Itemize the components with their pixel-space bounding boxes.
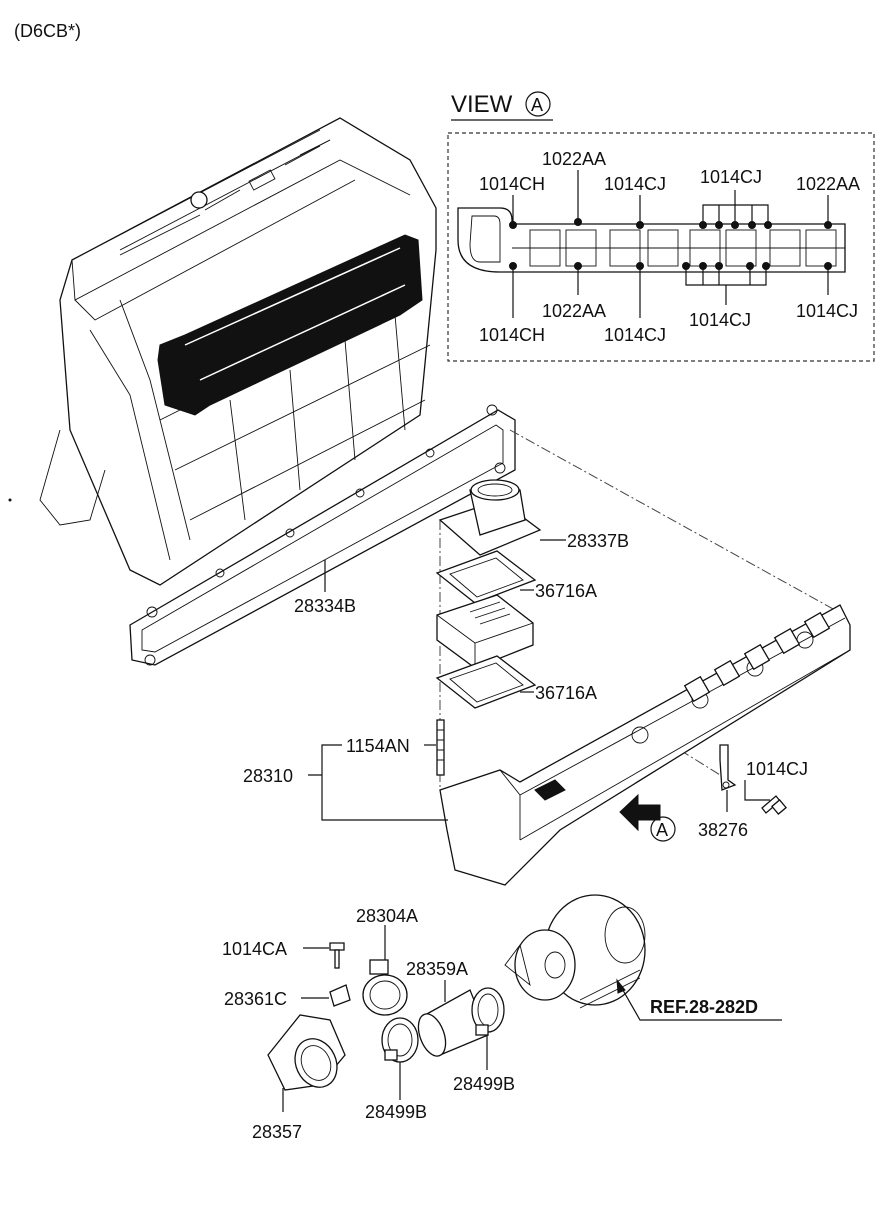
engine-block <box>39 117 437 586</box>
label-arrow-a: A <box>656 820 668 840</box>
view-a-inset: VIEW A <box>447 91 875 362</box>
view-leaders <box>512 170 829 318</box>
clip-28361C <box>329 984 351 1007</box>
view-label-1014CH-top: 1014CH <box>479 174 545 194</box>
label-28337B: 28337B <box>567 531 629 551</box>
label-28499B-right: 28499B <box>453 1074 515 1094</box>
bracket-38276 <box>719 744 737 791</box>
view-title: VIEW <box>451 91 513 118</box>
stud-1154AN <box>436 719 445 776</box>
label-28361C: 28361C <box>224 989 287 1009</box>
label-28499B-left: 28499B <box>365 1102 427 1122</box>
label-28310: 28310 <box>243 766 293 786</box>
elbow-28357 <box>267 1014 346 1091</box>
view-label-1014CJ-bottom-right: 1014CJ <box>796 301 858 321</box>
turbocharger <box>504 894 646 1009</box>
bolt-1014CA <box>329 942 345 969</box>
intake-manifold-28310 <box>439 604 851 886</box>
view-a-arrow <box>619 793 676 842</box>
view-manifold-plate <box>457 207 846 273</box>
label-36716A-upper: 36716A <box>535 581 597 601</box>
label-38276: 38276 <box>698 820 748 840</box>
view-label-1014CJ-top-left: 1014CJ <box>604 174 666 194</box>
model-code: (D6CB*) <box>14 21 81 41</box>
view-label-1022AA-top-right: 1022AA <box>796 174 860 194</box>
intake-heater <box>436 594 534 669</box>
bolt-1014CJ <box>761 795 787 815</box>
label-28359A: 28359A <box>406 959 468 979</box>
label-28334B: 28334B <box>294 596 356 616</box>
view-label-1022AA-bottom: 1022AA <box>542 301 606 321</box>
label-ref-28-282D: REF.28-282D <box>650 997 758 1017</box>
label-28357: 28357 <box>252 1122 302 1142</box>
view-frame <box>447 132 875 362</box>
label-1154AN: 1154AN <box>346 736 410 756</box>
label-1014CA: 1014CA <box>222 939 287 959</box>
clamp-28304A <box>362 959 408 1016</box>
clamp-28499B-left <box>381 1017 419 1063</box>
flange-28337B <box>438 479 542 556</box>
view-label-1014CJ-bottom-left: 1014CJ <box>604 325 666 345</box>
view-label-1014CJ-top-right: 1014CJ <box>700 167 762 187</box>
clamp-28499B-right <box>471 987 505 1036</box>
gasket-36716A-upper <box>435 550 537 604</box>
view-bolt-holes <box>509 218 832 270</box>
label-1014CJ-bolt: 1014CJ <box>746 759 808 779</box>
label-28304A: 28304A <box>356 906 418 926</box>
view-marker: A <box>531 95 543 115</box>
view-marker-circle <box>525 91 551 117</box>
gasket-36716A-lower <box>435 655 537 709</box>
gasket-28334B <box>129 404 516 666</box>
label-36716A-lower: 36716A <box>535 683 597 703</box>
view-label-1014CJ-bottom-mid: 1014CJ <box>689 310 751 330</box>
view-label-1014CH-bottom: 1014CH <box>479 325 545 345</box>
stray-dot <box>8 498 12 502</box>
view-label-1022AA-top-left: 1022AA <box>542 149 606 169</box>
